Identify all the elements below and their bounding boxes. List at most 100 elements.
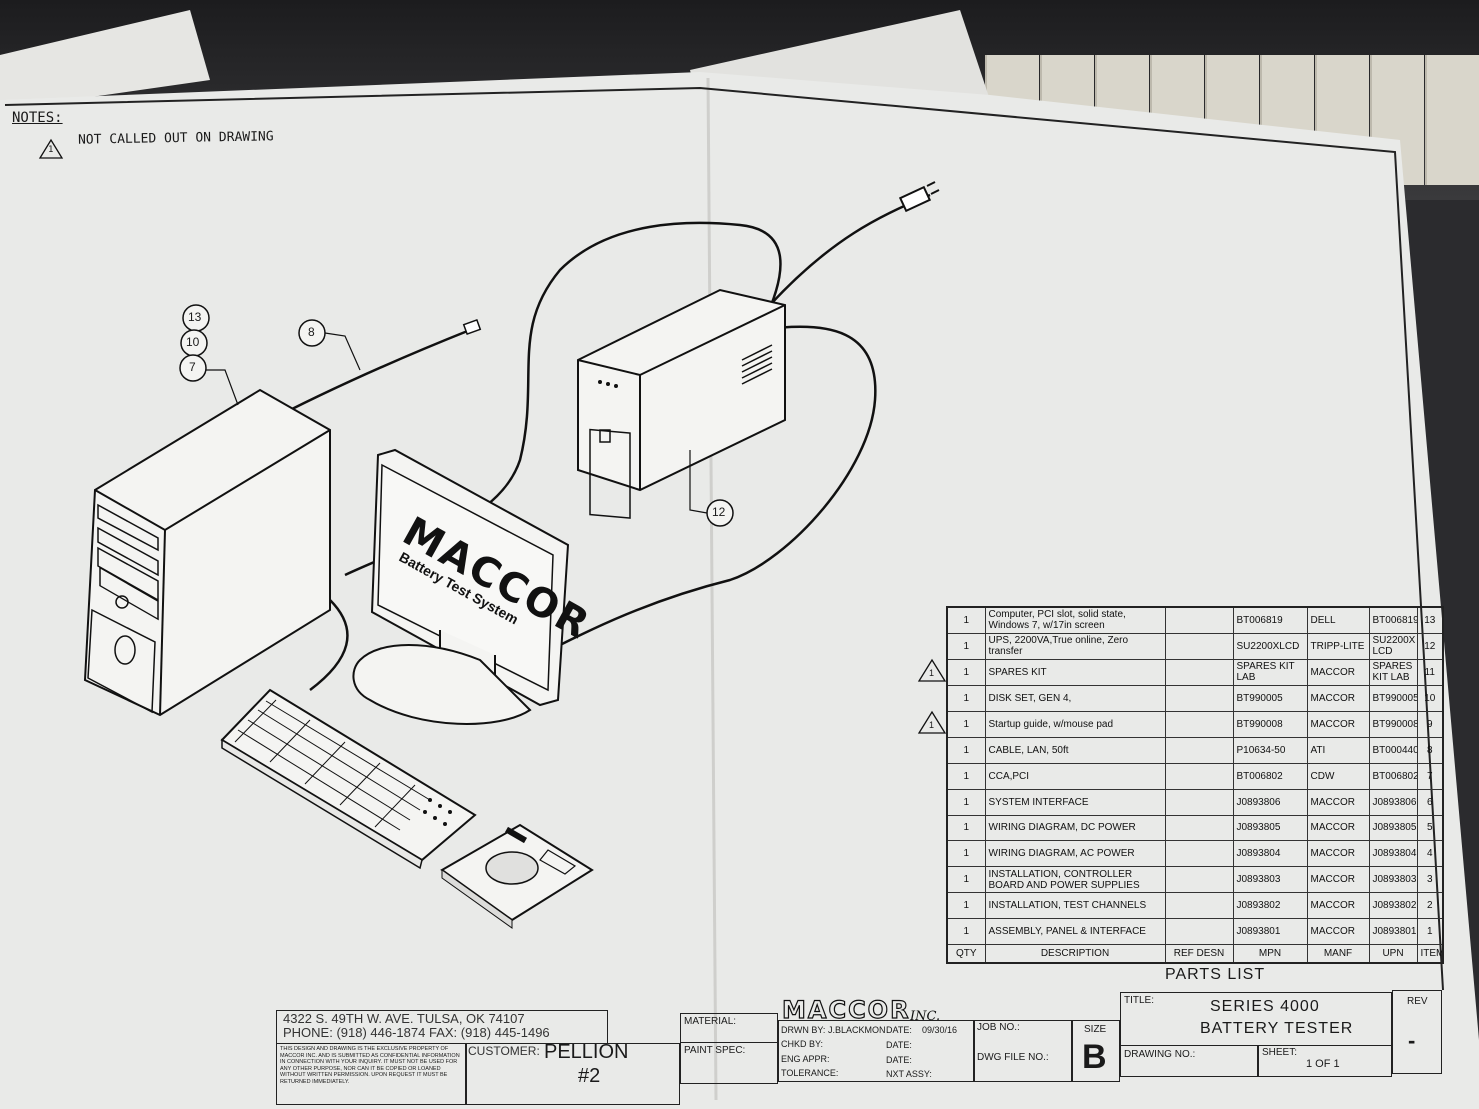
qty-cell: 1 [946, 788, 986, 816]
manf-cell: TRIPP-LITE [1306, 632, 1370, 660]
description-cell: UPS, 2200VA,True online, Zero transfer [984, 632, 1166, 660]
paint-spec-label: PAINT SPEC: [684, 1045, 746, 1056]
description-cell: SYSTEM INTERFACE [984, 788, 1166, 816]
size-value: B [1082, 1038, 1107, 1076]
description-cell: SPARES KIT [984, 658, 1166, 686]
manf-cell: MACCOR [1306, 814, 1370, 842]
tolerance-label: TOLERANCE: [781, 1068, 839, 1078]
ref-desn-cell [1164, 892, 1234, 920]
description-cell: INSTALLATION, TEST CHANNELS [984, 892, 1166, 920]
company-phone: PHONE: (918) 446-1874 FAX: (918) 445-149… [283, 1025, 550, 1040]
mpn-cell: J0893803 [1232, 866, 1308, 894]
manf-cell: MACCOR [1306, 658, 1370, 686]
flag-label: 1 [929, 668, 935, 678]
item-cell: 9 [1416, 710, 1444, 738]
qty-cell: 1 [946, 866, 986, 894]
ref-desn-cell [1164, 840, 1234, 868]
upn-cell: BT990005 [1368, 684, 1418, 712]
callout-8 [298, 319, 361, 371]
mpn-cell: BT006819 [1232, 606, 1308, 634]
mpn-cell: J0893801 [1232, 918, 1308, 946]
mpn-cell: J0893802 [1232, 892, 1308, 920]
checked-by-label: CHKD BY: [781, 1039, 824, 1049]
sheet-value: 1 OF 1 [1306, 1058, 1340, 1070]
description-cell: WIRING DIAGRAM, DC POWER [984, 814, 1166, 842]
mpn-cell: P10634-50 [1232, 736, 1308, 764]
sheet-label: SHEET: [1262, 1047, 1298, 1058]
item-cell: 2 [1416, 892, 1444, 920]
customer-unit: #2 [578, 1065, 601, 1087]
manf-cell: CDW [1306, 762, 1370, 790]
column-header-manf: MANF [1306, 944, 1370, 964]
column-header-mpn: MPN [1232, 944, 1308, 964]
upn-cell: SU2200X LCD [1368, 632, 1418, 660]
job-box [974, 1020, 1072, 1082]
item-cell: 7 [1416, 762, 1444, 790]
item-cell: 11 [1416, 658, 1444, 686]
fold-crease [706, 77, 718, 1101]
revision-triangle-icon [917, 710, 947, 734]
mpn-cell: SU2200XLCD [1232, 632, 1308, 660]
date-label: DATE: [886, 1040, 912, 1050]
item-cell: 4 [1416, 840, 1444, 868]
disclaimer-box [276, 1043, 466, 1105]
ref-desn-cell [1164, 632, 1234, 660]
confidentiality-disclaimer: THIS DESIGN AND DRAWING IS THE EXCLUSIVE… [280, 1046, 460, 1085]
ref-desn-cell [1164, 762, 1234, 790]
ref-desn-cell [1164, 918, 1234, 946]
ups-unit [577, 288, 786, 519]
manf-cell: MACCOR [1306, 684, 1370, 712]
drawing-title-line1: SERIES 4000 [1210, 998, 1320, 1015]
qty-cell: 1 [946, 762, 986, 790]
column-header-description: DESCRIPTION [984, 944, 1166, 964]
keyboard [220, 688, 477, 870]
description-cell: INSTALLATION, CONTROLLER BOARD AND POWER… [984, 866, 1166, 894]
note-marker: 1 [48, 145, 54, 155]
upn-cell: BT000440 [1368, 736, 1418, 764]
binder [1425, 55, 1479, 185]
customer-box [466, 1043, 680, 1105]
ref-desn-cell [1164, 814, 1234, 842]
dwg-file-label: DWG FILE NO.: [977, 1052, 1049, 1063]
manf-cell: MACCOR [1306, 710, 1370, 738]
paper-sheet-back [0, 10, 210, 110]
callout-label-12: 12 [712, 505, 726, 519]
mpn-cell: BT990008 [1232, 710, 1308, 738]
ref-desn-cell [1164, 866, 1234, 894]
manf-cell: MACCOR [1306, 918, 1370, 946]
title-label: TITLE: [1124, 995, 1155, 1006]
description-cell: WIRING DIAGRAM, AC POWER [984, 840, 1166, 868]
approvals-box [778, 1020, 974, 1082]
sheet-box [1258, 1045, 1392, 1077]
qty-cell: 1 [946, 658, 986, 686]
upn-cell: BT990008 [1368, 710, 1418, 738]
mpn-cell: SPARES KIT LAB [1232, 658, 1308, 686]
parts-list-title: PARTS LIST [1165, 966, 1266, 983]
qty-cell: 1 [946, 892, 986, 920]
qty-cell: 1 [946, 840, 986, 868]
ref-desn-cell [1164, 710, 1234, 738]
company-address: 4322 S. 49TH W. AVE. TULSA, OK 74107 [283, 1011, 525, 1026]
item-cell: 10 [1416, 684, 1444, 712]
item-cell: 13 [1416, 606, 1444, 634]
description-cell: Startup guide, w/mouse pad [984, 710, 1166, 738]
manf-cell: DELL [1306, 606, 1370, 634]
qty-cell: 1 [946, 684, 986, 712]
rj45-connector-icon [462, 318, 482, 336]
item-cell: 8 [1416, 736, 1444, 764]
ups-computer-cable [344, 221, 877, 647]
mpn-cell: J0893805 [1232, 814, 1308, 842]
drawing-title-line2: BATTERY TESTER [1200, 1020, 1354, 1037]
callout-label-8: 8 [308, 325, 315, 339]
